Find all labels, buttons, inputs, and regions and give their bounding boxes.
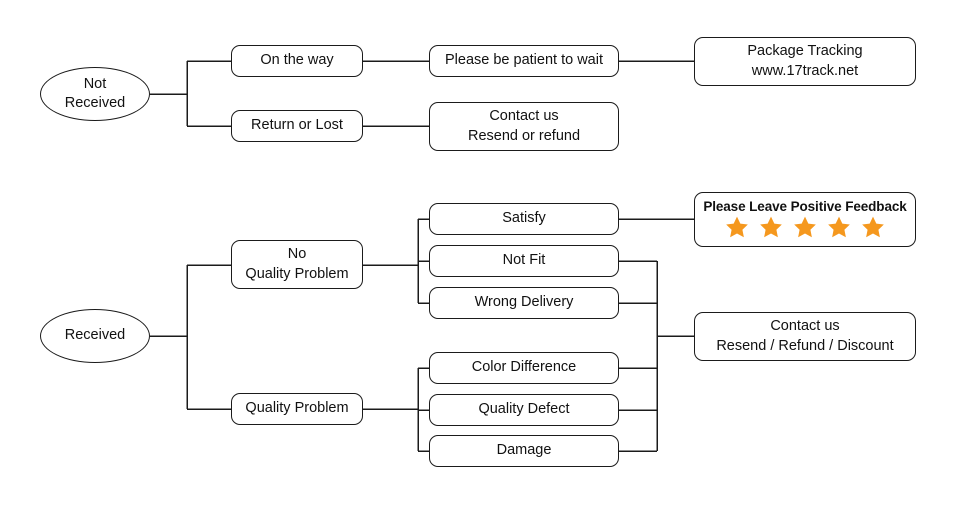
- node-no-quality-problem[interactable]: No Quality Problem: [231, 240, 363, 289]
- node-not-fit[interactable]: Not Fit: [429, 245, 619, 277]
- node-be-patient-to-wait-label: Please be patient to wait: [445, 52, 603, 69]
- node-package-tracking-line1: Package Tracking: [747, 43, 863, 60]
- node-package-tracking[interactable]: Package Tracking www.17track.net: [694, 37, 916, 86]
- node-on-the-way[interactable]: On the way: [231, 45, 363, 77]
- node-damage-label: Damage: [496, 442, 552, 459]
- node-wrong-delivery-label: Wrong Delivery: [474, 294, 574, 311]
- node-no-quality-problem-line1: No: [287, 246, 307, 263]
- star-icon[interactable]: [860, 215, 886, 240]
- node-received[interactable]: Received: [40, 309, 150, 363]
- node-received-label: Received: [64, 327, 126, 344]
- node-quality-defect[interactable]: Quality Defect: [429, 394, 619, 426]
- star-icon[interactable]: [792, 215, 818, 240]
- node-quality-problem-label: Quality Problem: [245, 400, 349, 417]
- node-be-patient-to-wait[interactable]: Please be patient to wait: [429, 45, 619, 77]
- node-return-or-lost-label: Return or Lost: [251, 117, 343, 134]
- node-contact-resend-or-refund[interactable]: Contact us Resend or refund: [429, 102, 619, 151]
- node-not-received-line1: Not: [83, 75, 107, 92]
- feedback-title: Please Leave Positive Feedback: [703, 199, 907, 214]
- star-icon[interactable]: [724, 215, 750, 240]
- node-contact-resend-refund-discount-line2: Resend / Refund / Discount: [716, 337, 894, 354]
- node-not-received[interactable]: Not Received: [40, 67, 150, 121]
- node-no-quality-problem-line2: Quality Problem: [245, 265, 349, 282]
- feedback-star-rating[interactable]: [724, 215, 886, 240]
- node-positive-feedback[interactable]: Please Leave Positive Feedback: [694, 192, 916, 247]
- star-icon[interactable]: [826, 215, 852, 240]
- node-quality-problem[interactable]: Quality Problem: [231, 393, 363, 425]
- node-package-tracking-line2: www.17track.net: [751, 62, 859, 79]
- node-not-received-line2: Received: [64, 95, 126, 111]
- node-contact-resend-or-refund-line1: Contact us: [489, 108, 559, 125]
- node-satisfy-label: Satisfy: [502, 210, 546, 227]
- node-not-fit-label: Not Fit: [502, 252, 546, 269]
- node-contact-resend-refund-discount-line1: Contact us: [770, 318, 840, 335]
- node-contact-resend-refund-discount[interactable]: Contact us Resend / Refund / Discount: [694, 312, 916, 361]
- node-contact-resend-or-refund-line2: Resend or refund: [467, 127, 581, 144]
- node-satisfy[interactable]: Satisfy: [429, 203, 619, 235]
- node-on-the-way-label: On the way: [260, 52, 334, 69]
- node-return-or-lost[interactable]: Return or Lost: [231, 110, 363, 142]
- star-icon[interactable]: [758, 215, 784, 240]
- node-color-difference[interactable]: Color Difference: [429, 352, 619, 384]
- node-color-difference-label: Color Difference: [471, 359, 577, 376]
- node-quality-defect-label: Quality Defect: [478, 401, 570, 418]
- node-damage[interactable]: Damage: [429, 435, 619, 467]
- node-wrong-delivery[interactable]: Wrong Delivery: [429, 287, 619, 319]
